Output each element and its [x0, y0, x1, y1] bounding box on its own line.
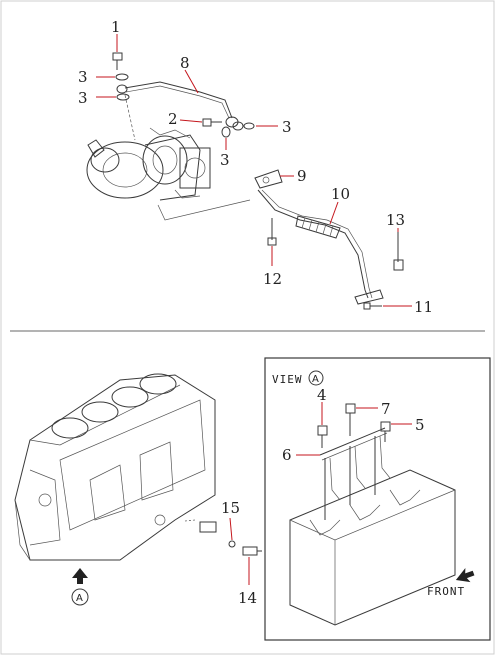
callout-9: 9: [297, 167, 307, 185]
engine-block: [14, 373, 216, 561]
bolt-part-1: [112, 52, 123, 70]
callout-5: 5: [415, 416, 425, 434]
callout-10: 10: [331, 185, 350, 203]
washer-part-3-upper: [115, 73, 129, 81]
view-label: VIEW: [272, 373, 303, 386]
washer-part-3-lower: [116, 93, 130, 101]
turbocharger-assembly: [86, 94, 251, 221]
callout-2: 2: [168, 110, 178, 128]
bolt-part-13: [393, 232, 404, 271]
bolt-part-4: [317, 425, 328, 448]
top-leaders: [96, 34, 412, 307]
callout-6: 6: [282, 446, 292, 464]
inset-view-marker: A: [312, 374, 319, 385]
front-label: FRONT: [427, 585, 465, 598]
view-marker-circle-block: [71, 588, 89, 606]
callout-4: 4: [317, 386, 327, 404]
leader-15: [229, 517, 233, 541]
bolt-part-5: [380, 421, 391, 442]
front-direction-arrow: [72, 568, 88, 584]
callout-7: 7: [381, 400, 391, 418]
front-arrow-icon: [455, 568, 475, 583]
oil-return-pipe-part-10: [257, 189, 384, 305]
callout-11: 11: [414, 298, 433, 316]
inset-block-top: [289, 469, 456, 626]
callout-3-lower-left: 3: [78, 89, 88, 107]
view-a-inset-frame: [264, 357, 491, 641]
oil-jet-pipes-part-6: [319, 427, 391, 520]
callout-15: 15: [221, 499, 240, 517]
callout-12: 12: [263, 270, 282, 288]
callout-13: 13: [386, 211, 405, 229]
callout-8: 8: [180, 54, 190, 72]
callout-1: 1: [111, 18, 121, 36]
bolt-part-2: [202, 118, 255, 138]
bolt-part-12: [267, 218, 277, 246]
callout-3-right: 3: [282, 118, 292, 136]
bolt-part-11: [363, 302, 382, 310]
block-view-marker: A: [76, 593, 83, 604]
callout-14: 14: [238, 589, 257, 607]
sensor-parts-14-15: [184, 519, 262, 556]
bolt-part-7: [345, 403, 356, 436]
view-marker-circle-inset: [308, 370, 324, 386]
gasket-part-9: [254, 169, 283, 189]
callout-3-center: 3: [220, 151, 230, 169]
callout-3-upper-left: 3: [78, 68, 88, 86]
